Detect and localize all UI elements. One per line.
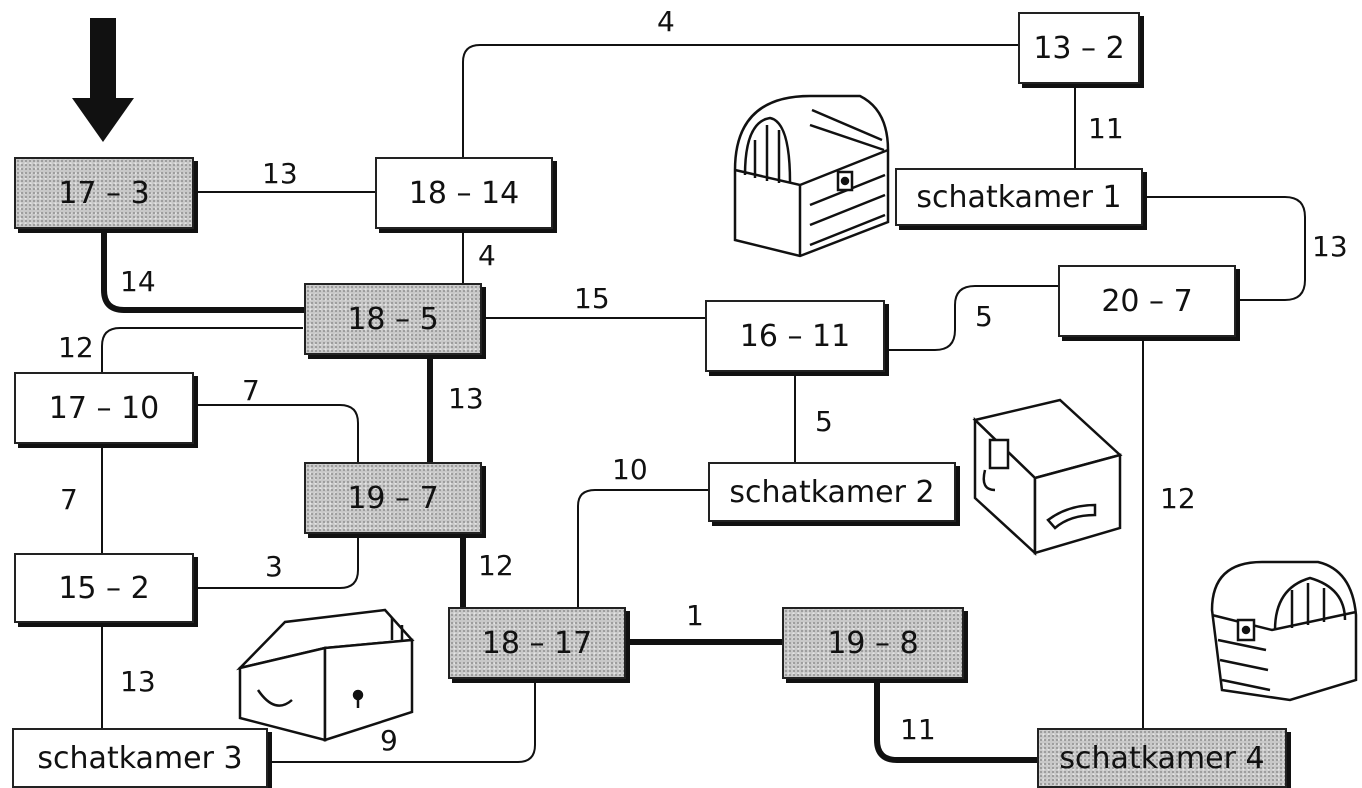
- edge-weight: 10: [612, 453, 648, 486]
- path-18-17-schat3: [268, 680, 536, 763]
- edge-weight: 7: [60, 483, 78, 516]
- node-schatkamer-3: schatkamer 3: [12, 728, 268, 788]
- node-label: 20 – 7: [1101, 283, 1193, 319]
- node-19-8: 19 – 8: [782, 607, 964, 679]
- node-13-2: 13 – 2: [1018, 12, 1140, 84]
- edge-weight: 15: [574, 282, 610, 315]
- node-label: 17 – 10: [48, 390, 160, 426]
- start-arrow-icon: [72, 18, 134, 142]
- edge-weight: 11: [1088, 112, 1124, 145]
- edge-weight: 14: [120, 265, 156, 298]
- edge-weight: 5: [975, 300, 993, 333]
- edge-weight: 9: [380, 724, 398, 757]
- node-17-3: 17 – 3: [14, 157, 194, 229]
- node-15-2: 15 – 2: [14, 553, 194, 623]
- edge-weight: 11: [900, 713, 936, 746]
- node-18-5: 18 – 5: [304, 283, 482, 355]
- path-15-2-19-7: [195, 535, 359, 589]
- path-18-17-schat2: [577, 489, 708, 607]
- bold-solution-path: [101, 230, 1037, 763]
- treasure-box-icon: [972, 398, 1123, 556]
- treasure-chest-icon: [733, 94, 890, 258]
- edge-weight: 13: [448, 382, 484, 415]
- path-17-10-19-7: [195, 404, 359, 462]
- node-schatkamer-2: schatkamer 2: [708, 462, 956, 522]
- edge-weight: 5: [815, 405, 833, 438]
- node-label: schatkamer 1: [916, 179, 1122, 215]
- treasure-trunk-icon: [236, 608, 415, 742]
- node-label: schatkamer 3: [37, 740, 243, 776]
- node-18-14: 18 – 14: [375, 157, 553, 229]
- edge-weight: 13: [1312, 230, 1348, 263]
- path-16-11-20-7: [885, 285, 1058, 351]
- node-19-7: 19 – 7: [304, 462, 482, 534]
- node-label: 16 – 11: [739, 318, 851, 354]
- path-18-5-17-10: [101, 327, 303, 372]
- node-20-7: 20 – 7: [1058, 265, 1236, 337]
- node-label: 15 – 2: [58, 570, 150, 606]
- path-17-3-18-5: [101, 230, 304, 313]
- node-label: schatkamer 4: [1059, 740, 1265, 776]
- path-18-14-13-2: [462, 44, 1018, 158]
- node-label: schatkamer 2: [729, 474, 935, 510]
- node-18-17: 18 – 17: [448, 607, 626, 679]
- node-label: 19 – 8: [827, 625, 919, 661]
- node-label: 18 – 5: [347, 301, 439, 337]
- node-schatkamer-4: schatkamer 4: [1037, 728, 1287, 788]
- treasure-chest-icon: [1210, 560, 1358, 702]
- path-19-8-schat4: [874, 680, 1037, 763]
- edge-weight: 12: [58, 331, 94, 364]
- edge-weight: 4: [657, 5, 675, 38]
- thin-paths: [101, 44, 1306, 763]
- edge-weight: 7: [242, 374, 260, 407]
- node-label: 13 – 2: [1033, 30, 1125, 66]
- edge-weight: 13: [262, 157, 298, 190]
- edge-weight: 12: [1160, 482, 1196, 515]
- node-label: 19 – 7: [347, 480, 439, 516]
- node-16-11: 16 – 11: [705, 300, 885, 372]
- path-20-7-schat1: [1145, 196, 1306, 301]
- node-schatkamer-1: schatkamer 1: [895, 168, 1143, 226]
- node-label: 18 – 17: [481, 625, 593, 661]
- edge-weight: 12: [478, 549, 514, 582]
- edge-weight: 3: [265, 550, 283, 583]
- edge-weight: 1: [686, 599, 704, 632]
- node-label: 18 – 14: [408, 175, 520, 211]
- edge-weight: 4: [478, 239, 496, 272]
- node-label: 17 – 3: [58, 175, 150, 211]
- node-17-10: 17 – 10: [14, 372, 194, 444]
- edge-weight: 13: [120, 665, 156, 698]
